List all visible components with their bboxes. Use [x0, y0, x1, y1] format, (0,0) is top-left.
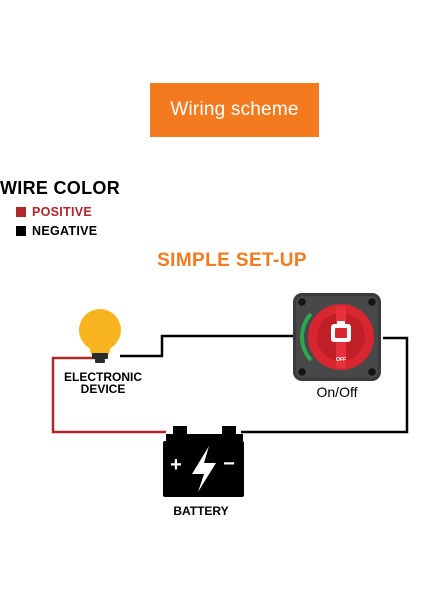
battery-icon [163, 426, 244, 497]
negative-swatch [16, 226, 26, 236]
bulb-icon [79, 309, 121, 363]
title-banner: Wiring scheme [150, 83, 319, 137]
switch-icon: OFF [293, 293, 381, 381]
switch-mark: OFF [336, 357, 346, 363]
device-label-line2: DEVICE [81, 382, 126, 396]
switch-label: On/Off [317, 384, 358, 400]
battery-minus-sign: − [223, 453, 235, 475]
setup-title: SIMPLE SET-UP [157, 250, 307, 271]
legend-item-negative: NEGATIVE [16, 224, 97, 238]
negative-wire-switch-to-battery [241, 336, 409, 434]
negative-wire-device-to-switch [120, 334, 293, 358]
battery-plus-sign: + [170, 454, 182, 476]
positive-swatch [16, 207, 26, 217]
battery-label: BATTERY [173, 504, 228, 518]
legend-item-positive: POSITIVE [16, 205, 92, 219]
legend-negative-label: NEGATIVE [32, 224, 98, 238]
positive-wire [51, 356, 166, 434]
title-text: Wiring scheme [170, 99, 299, 120]
legend-title: WIRE COLOR [0, 178, 120, 198]
device-label-line1: ELECTRONIC [64, 370, 142, 384]
legend-positive-label: POSITIVE [32, 205, 93, 219]
